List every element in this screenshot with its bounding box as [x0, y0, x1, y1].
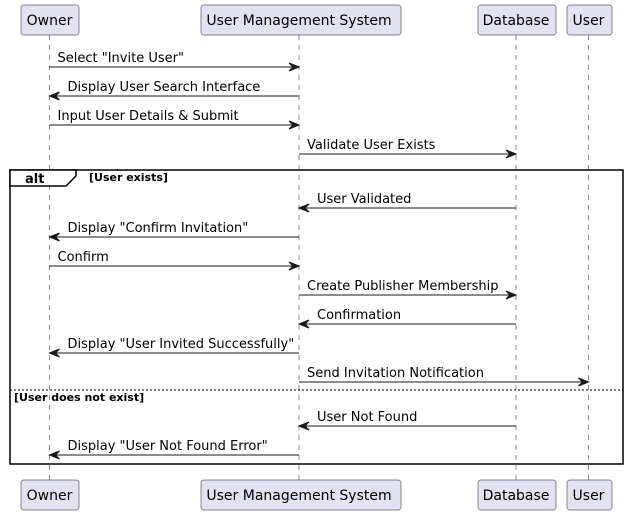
message-arrowhead: [297, 203, 310, 213]
message-arrowhead: [48, 91, 60, 101]
participant-db-top: Database: [477, 4, 557, 36]
participant-box: [477, 479, 557, 511]
participant-ums-bottom: User Management System: [200, 479, 402, 511]
message-label: Create Publisher Membership: [307, 279, 499, 294]
message: Input User Details & Submit: [49, 109, 301, 130]
message-label: Select "Invite User": [58, 51, 184, 66]
message-label: Display "User Invited Successfully": [68, 337, 295, 352]
message-label: Confirmation: [317, 308, 401, 323]
message-arrowhead: [48, 348, 60, 358]
message: Confirmation: [297, 308, 516, 329]
message: Validate User Exists: [299, 138, 518, 159]
alt-frame-border: [9, 169, 624, 465]
message: Display User Search Interface: [48, 80, 299, 101]
alt-frame-guard: [User exists]: [89, 171, 168, 184]
participants-bottom: Owner User Management System Database User: [20, 479, 613, 511]
participant-box: [200, 479, 402, 511]
message: Create Publisher Membership: [299, 279, 518, 300]
participant-label: Owner: [27, 488, 73, 504]
participant-label: Database: [483, 488, 550, 504]
message-arrowhead: [578, 377, 590, 387]
participant-label: Database: [483, 13, 550, 29]
participant-label: User Management System: [206, 488, 391, 504]
message-label: Send Invitation Notification: [307, 366, 484, 381]
participant-user-bottom: User: [566, 479, 613, 511]
message-arrowhead: [288, 120, 301, 130]
message: Display "User Invited Successfully": [48, 337, 299, 358]
message: User Validated: [297, 192, 516, 213]
message-label: Input User Details & Submit: [58, 109, 239, 124]
participant-label: User: [573, 13, 605, 29]
message-label: Display User Search Interface: [68, 80, 261, 95]
participant-box: [566, 4, 613, 36]
participants-top: Owner User Management System Database User: [20, 4, 613, 36]
participant-box: [566, 479, 613, 511]
message-arrowhead: [288, 261, 301, 271]
message-label: Confirm: [58, 250, 109, 265]
alt-frame-keyword: alt: [25, 172, 44, 187]
message-arrowhead: [297, 319, 310, 329]
participant-label: User Management System: [206, 13, 391, 29]
alt-frame: alt [User exists] [User does not exist]: [9, 169, 624, 465]
message-arrowhead: [297, 421, 310, 431]
message-label: User Not Found: [317, 410, 417, 425]
participant-user-top: User: [566, 4, 613, 36]
message: Display "User Not Found Error": [48, 439, 299, 460]
message-arrowhead: [48, 232, 60, 242]
message-arrowhead: [505, 149, 518, 159]
lifelines: [49, 35, 589, 480]
message: Select "Invite User": [49, 51, 301, 72]
participant-owner-bottom: Owner: [20, 479, 80, 511]
alt-frame-tab: [9, 169, 77, 187]
message-arrowhead: [48, 450, 60, 460]
participant-label: User: [573, 488, 605, 504]
participant-label: Owner: [27, 13, 73, 29]
message-label: Display "Confirm Invitation": [68, 221, 249, 236]
participant-db-bottom: Database: [477, 479, 557, 511]
message: Confirm: [49, 250, 301, 271]
participant-box: [20, 4, 80, 36]
message-label: Display "User Not Found Error": [68, 439, 268, 454]
message-arrowhead: [505, 290, 518, 300]
message-label: Validate User Exists: [307, 138, 436, 153]
message: User Not Found: [297, 410, 516, 431]
message: Send Invitation Notification: [299, 366, 590, 387]
message: Display "Confirm Invitation": [48, 221, 299, 242]
participant-box: [200, 4, 402, 36]
participant-box: [20, 479, 80, 511]
participant-owner-top: Owner: [20, 4, 80, 36]
messages: Select "Invite User" Display User Search …: [48, 51, 590, 460]
message-label: User Validated: [317, 192, 411, 207]
else-guard: [User does not exist]: [14, 391, 144, 404]
participant-box: [477, 4, 557, 36]
message-arrowhead: [288, 62, 301, 72]
participant-ums-top: User Management System: [200, 4, 402, 36]
